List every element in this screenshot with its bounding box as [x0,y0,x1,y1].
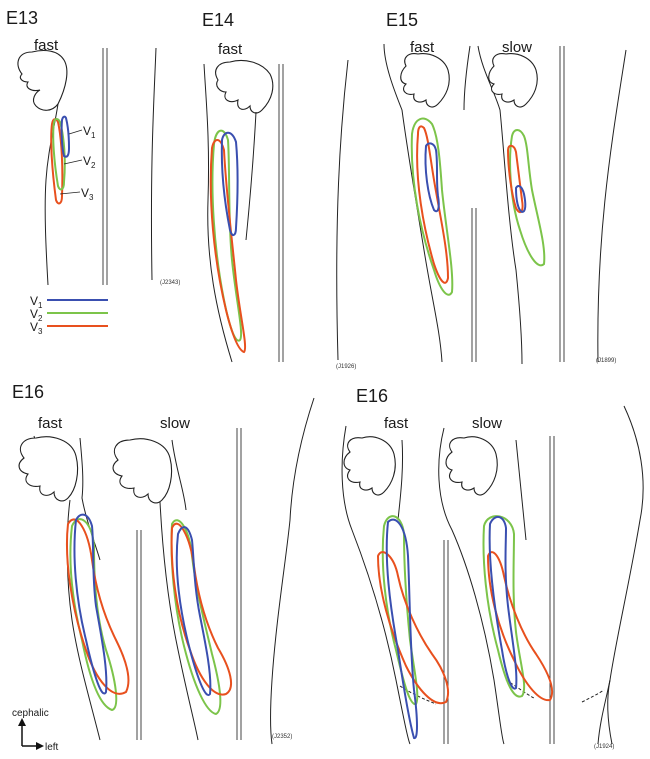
specimen-id-e14: (J1926) [336,364,356,370]
head-outline-e16b-slow [446,437,497,495]
head-outline-e16a-slow [113,439,172,503]
body-outline-e16b-slow-right [516,440,526,540]
panel-e16-b: E16 fast slow (J1924) [342,386,643,750]
condition-label-e14-fast: fast [218,41,243,58]
legend: V1 V2 V3 [30,294,108,336]
stage-label-e15: E15 [386,10,418,30]
dashed-boundary-e16b-lateral [582,690,604,702]
head-outline-e14 [216,61,273,113]
specimen-id-e15: (J1899) [596,358,616,364]
body-outline-e15-fast-right [464,46,470,110]
panel-e13: E13 fast (J2343) V1 V2 V3 V1 V2 V3 [6,8,180,336]
body-outline-e16a-fast-right [80,438,100,560]
panel-e14: E14 fast (J1926) [202,10,356,370]
head-outline-e15-fast [401,54,450,107]
orientation-indicator: cephalic left [12,708,59,753]
lateral-outline-e16b [598,406,643,744]
condition-label-e16a-slow: slow [160,415,190,432]
orientation-label-cephalic: cephalic [12,708,49,719]
stage-label-e16-b: E16 [356,386,388,406]
lateral-outline-e16a [271,398,315,744]
stage-label-e16-a: E16 [12,382,44,402]
lateral-outline-e15 [598,50,626,362]
orientation-label-left: left [45,742,59,753]
panel-e16-a: E16 fast slow (J2352) cephalic left [12,382,314,753]
branch-label-v3: V3 [81,186,94,202]
body-outline-e16a-fast [67,500,100,740]
body-outline-e16a-slow-right [172,440,186,510]
condition-label-e16b-fast: fast [384,415,409,432]
condition-label-e16b-slow: slow [472,415,502,432]
body-outline-e14-right [246,112,256,240]
projection-v2-e16a-slow [172,520,221,714]
lateral-outline-e14 [337,60,348,360]
head-outline-e16b-fast [344,437,395,495]
branch-label-v1: V1 [83,124,96,140]
body-outline-e16b-fast-right [398,440,403,520]
leader-line-v1 [69,130,82,134]
specimen-id-e16b: (J1924) [594,744,614,750]
leader-line-v2 [64,160,82,164]
specimen-id-e16a: (J2352) [272,734,292,740]
branch-label-v2: V2 [83,154,96,170]
specimen-id-e13: (J2343) [160,280,180,286]
stage-label-e13: E13 [6,8,38,28]
lateral-outline-e16b-inner [608,680,612,744]
head-outline-e16a-fast [19,437,78,501]
condition-label-e16a-fast: fast [38,415,63,432]
lateral-outline-e13 [151,48,156,280]
panel-e15: E15 fast slow (J1899) [384,10,626,364]
stage-label-e14: E14 [202,10,234,30]
head-outline-e13 [18,51,67,111]
